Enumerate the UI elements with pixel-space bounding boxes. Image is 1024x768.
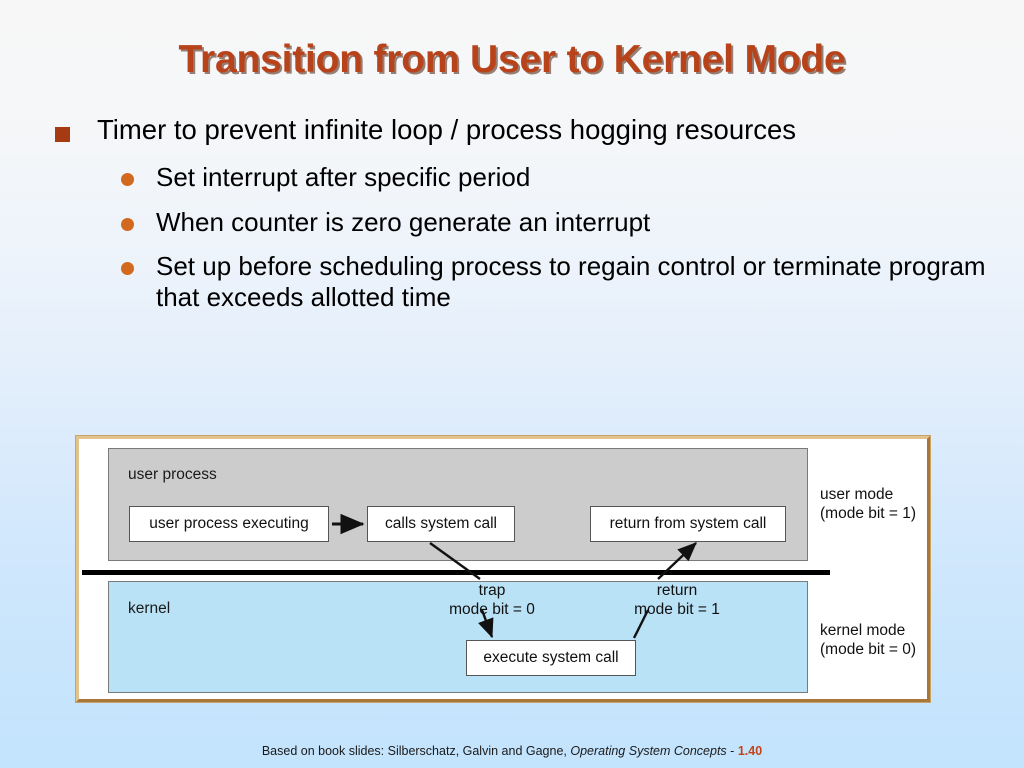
return-transition-label: return mode bit = 1 — [612, 582, 742, 620]
list-item-label: Timer to prevent infinite loop / process… — [97, 114, 797, 145]
user-mode-caption-line2: (mode bit = 1) — [820, 504, 917, 522]
diagram-frame: user process kernel user process executi… — [76, 436, 930, 702]
list-item: Set up before scheduling process to rega… — [114, 251, 1002, 312]
kernel-label: kernel — [128, 600, 171, 617]
list-item: Timer to prevent infinite loop / process… — [52, 114, 1002, 146]
list-item: When counter is zero generate an interru… — [114, 207, 1002, 238]
list-item-label: When counter is zero generate an interru… — [156, 206, 651, 237]
return-label-line1: return — [656, 582, 698, 599]
box-execute-system-call: execute system call — [466, 640, 636, 676]
box-return-from-system-call: return from system call — [590, 506, 786, 542]
kernel-mode-caption: kernel mode (mode bit = 0) — [820, 622, 916, 660]
footer-book-title: Operating System Concepts — [570, 744, 727, 758]
list-item: Set interrupt after specific period — [114, 162, 1002, 193]
square-bullet-icon — [55, 127, 70, 142]
list-item-label: Set up before scheduling process to rega… — [156, 251, 986, 312]
footer: Based on book slides: Silberschatz, Galv… — [0, 744, 1024, 758]
round-bullet-icon — [121, 262, 134, 276]
user-mode-caption: user mode (mode bit = 1) — [820, 486, 916, 524]
user-mode-caption-line1: user mode — [820, 486, 894, 503]
box-calls-system-call: calls system call — [367, 506, 515, 542]
mode-divider-line — [82, 570, 830, 575]
kernel-mode-caption-line1: kernel mode — [820, 622, 906, 639]
kernel-mode-caption-line2: (mode bit = 0) — [820, 640, 917, 658]
user-mode-panel — [108, 448, 808, 561]
footer-separator: - — [730, 744, 735, 758]
return-label-line2: mode bit = 1 — [634, 600, 720, 618]
trap-label-line1: trap — [478, 582, 506, 599]
box-user-process-executing: user process executing — [129, 506, 329, 542]
slide-number: 1.40 — [737, 744, 763, 758]
trap-label-line2: mode bit = 0 — [449, 600, 535, 618]
diagram-canvas: user process kernel user process executi… — [82, 442, 927, 699]
kernel-mode-panel — [108, 581, 808, 693]
footer-source-text: Based on book slides: Silberschatz, Galv… — [261, 744, 567, 758]
page-title: Transition from User to Kernel Mode — [178, 38, 846, 81]
user-process-label: user process — [128, 466, 217, 483]
bullet-list: Timer to prevent infinite loop / process… — [52, 114, 1002, 327]
trap-transition-label: trap mode bit = 0 — [427, 582, 557, 620]
round-bullet-icon — [121, 172, 134, 186]
round-bullet-icon — [121, 217, 134, 231]
list-item-label: Set interrupt after specific period — [156, 161, 531, 192]
